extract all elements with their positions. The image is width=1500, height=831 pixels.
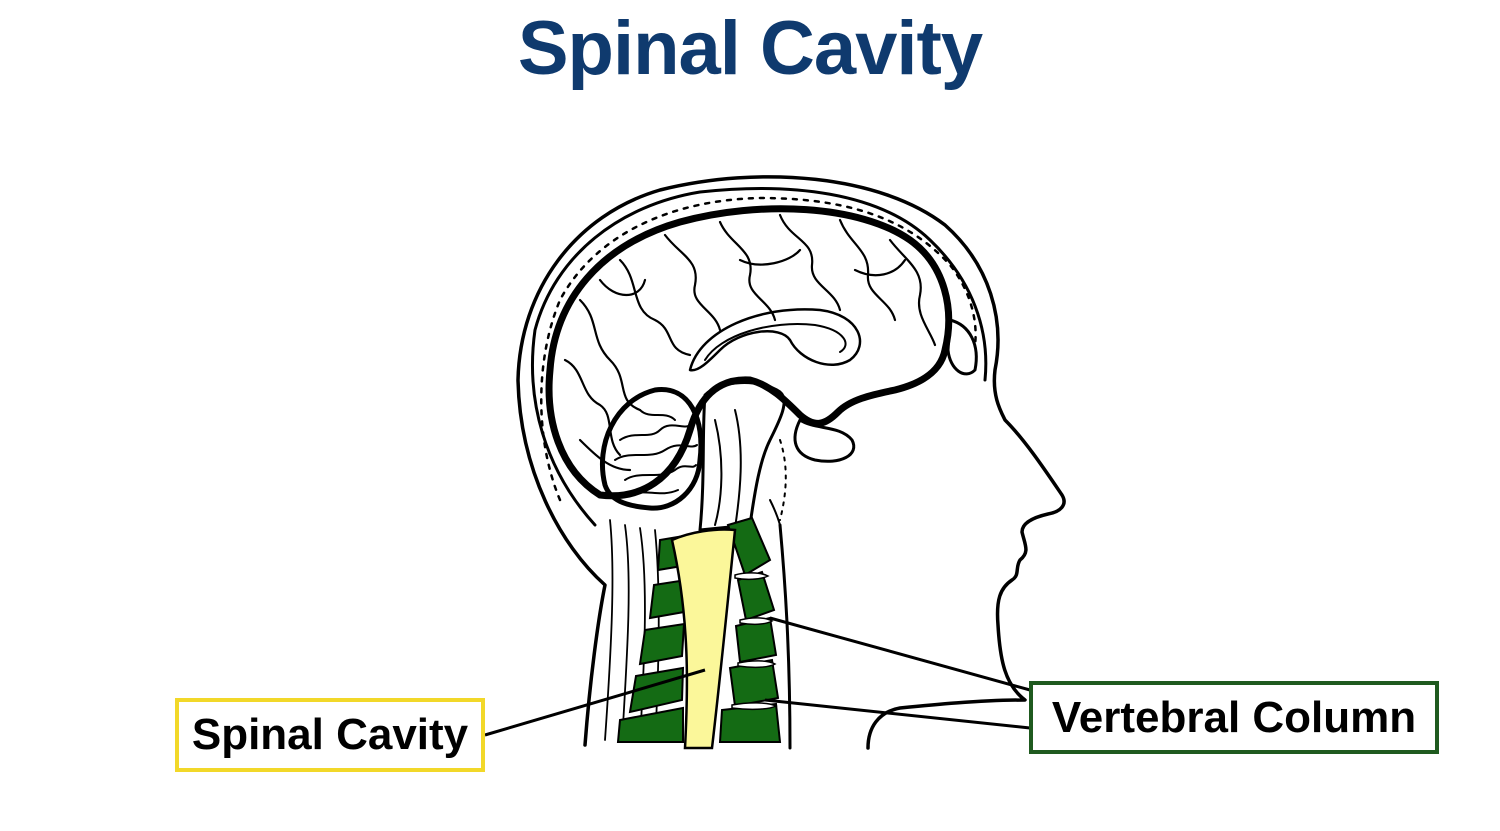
corpus-callosum	[688, 308, 862, 372]
spinal-cavity-leader	[484, 668, 706, 737]
skull-outline	[531, 187, 988, 527]
vertebral-column-shapes	[616, 516, 782, 743]
brainstem-outline	[698, 381, 786, 532]
head-outline	[516, 175, 1066, 750]
spinal-cavity-shape	[670, 528, 737, 750]
vertebral-leader-upper	[769, 616, 1031, 692]
vertebral-leader-lower	[764, 698, 1031, 730]
brain-outline	[545, 205, 953, 500]
spinal-cavity-label: Spinal Cavity	[175, 698, 485, 772]
vertebral-column-label: Vertebral Column	[1029, 681, 1439, 754]
page-title: Spinal Cavity	[517, 6, 983, 91]
cerebellum-outline	[599, 387, 704, 511]
